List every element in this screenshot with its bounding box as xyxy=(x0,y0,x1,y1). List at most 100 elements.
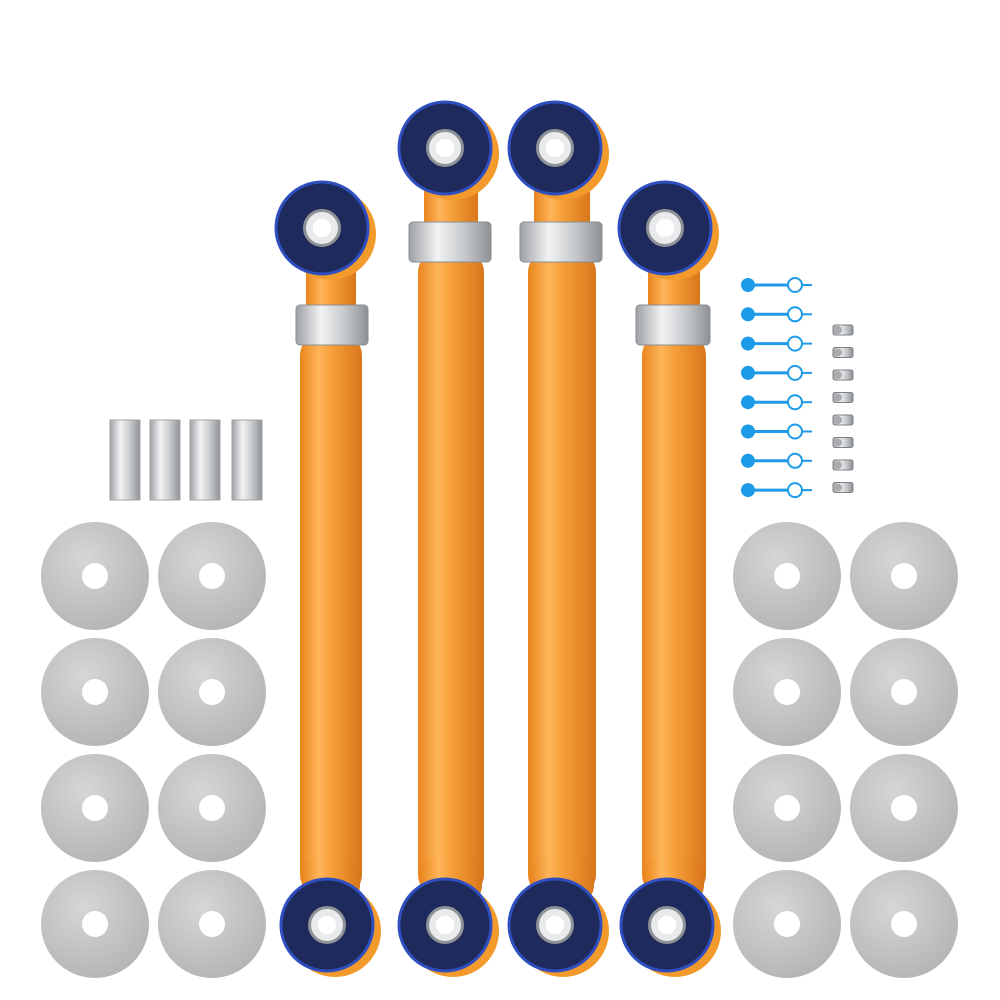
washer xyxy=(41,522,149,630)
cap-ring xyxy=(787,364,803,381)
arm-tube xyxy=(642,335,706,895)
zerk-fitting xyxy=(832,392,854,403)
washer-hole xyxy=(82,911,108,937)
metal-sleeve xyxy=(109,419,141,501)
cap-head xyxy=(741,278,755,292)
washer-hole xyxy=(199,563,225,589)
washer xyxy=(733,754,841,862)
washer-hole xyxy=(774,679,800,705)
washer-hole xyxy=(82,563,108,589)
bushing-bore xyxy=(435,915,455,935)
sleeve-body xyxy=(189,419,221,501)
cap-ring xyxy=(787,482,803,499)
washer xyxy=(733,522,841,630)
grease-cap xyxy=(741,423,812,440)
fitting-tip xyxy=(834,438,842,447)
arm-tube xyxy=(418,252,484,895)
washer-hole xyxy=(891,679,917,705)
bushing-bore xyxy=(317,915,337,935)
zerk-fitting xyxy=(832,437,854,448)
bushing-bore xyxy=(545,915,565,935)
metal-sleeve xyxy=(189,419,221,501)
cap-head xyxy=(741,395,755,410)
cap-head xyxy=(741,336,755,351)
washer xyxy=(850,754,958,862)
grease-cap xyxy=(741,364,812,381)
fitting-tip xyxy=(834,416,842,424)
washer-hole xyxy=(199,679,225,705)
washer-hole xyxy=(774,563,800,589)
washer xyxy=(733,870,841,978)
washer xyxy=(850,870,958,978)
grease-cap xyxy=(741,482,812,499)
washer xyxy=(158,638,266,746)
washer xyxy=(850,638,958,746)
washer-hole xyxy=(82,679,108,705)
arm-tube xyxy=(300,335,362,895)
sleeve-body xyxy=(231,419,263,501)
cap-head xyxy=(741,365,755,380)
washer-hole xyxy=(199,911,225,937)
fitting-tip xyxy=(834,371,842,379)
zerk-fitting xyxy=(832,347,854,358)
fitting-tip xyxy=(834,461,842,469)
washer-hole xyxy=(199,795,225,821)
washer xyxy=(850,522,958,630)
cap-head xyxy=(741,424,755,439)
sleeve-body xyxy=(109,419,141,501)
bushing-bore xyxy=(312,218,332,238)
cap-ring xyxy=(787,452,803,469)
zerk-fitting xyxy=(832,414,854,426)
sleeve-body xyxy=(149,419,181,501)
adjuster-nut xyxy=(408,221,492,263)
washer xyxy=(158,754,266,862)
washer xyxy=(733,638,841,746)
bushing-bore xyxy=(657,915,677,935)
metal-sleeve xyxy=(149,419,181,501)
washer xyxy=(41,870,149,978)
zerk-fitting xyxy=(832,369,854,381)
control-arm-2 xyxy=(397,100,499,977)
adjuster-nut xyxy=(519,221,603,263)
grease-cap xyxy=(741,306,812,323)
cap-head xyxy=(741,453,755,468)
cap-ring xyxy=(787,423,803,440)
washer xyxy=(158,870,266,978)
grease-cap xyxy=(741,452,812,469)
control-arm-4 xyxy=(617,180,721,977)
zerk-fitting xyxy=(832,324,854,336)
metal-sleeve xyxy=(231,419,263,501)
adjuster-nut xyxy=(635,304,711,346)
cap-ring xyxy=(787,335,803,352)
cap-ring xyxy=(787,306,803,323)
grease-cap xyxy=(741,394,812,411)
cap-ring xyxy=(787,277,803,293)
grease-cap xyxy=(741,335,812,352)
fitting-tip xyxy=(834,483,842,492)
washer-hole xyxy=(774,911,800,937)
control-arm-1 xyxy=(274,180,381,977)
cap-ring xyxy=(787,394,803,411)
arm-tube xyxy=(528,252,596,895)
cap-head xyxy=(741,307,755,322)
fitting-tip xyxy=(834,326,842,334)
grease-cap xyxy=(741,277,812,293)
bushing-bore xyxy=(435,138,455,158)
washer-hole xyxy=(891,911,917,937)
washer xyxy=(41,754,149,862)
washer-hole xyxy=(774,795,800,821)
control-arm-3 xyxy=(507,100,609,977)
washer-hole xyxy=(891,563,917,589)
washer xyxy=(41,638,149,746)
washer xyxy=(158,522,266,630)
fitting-tip xyxy=(834,393,842,402)
bushing-bore xyxy=(545,138,565,158)
fitting-tip xyxy=(834,348,842,357)
adjuster-nut xyxy=(295,304,369,346)
cap-head xyxy=(741,483,755,498)
bushing-bore xyxy=(655,218,675,238)
washer-hole xyxy=(891,795,917,821)
washer-hole xyxy=(82,795,108,821)
zerk-fitting xyxy=(832,482,854,493)
